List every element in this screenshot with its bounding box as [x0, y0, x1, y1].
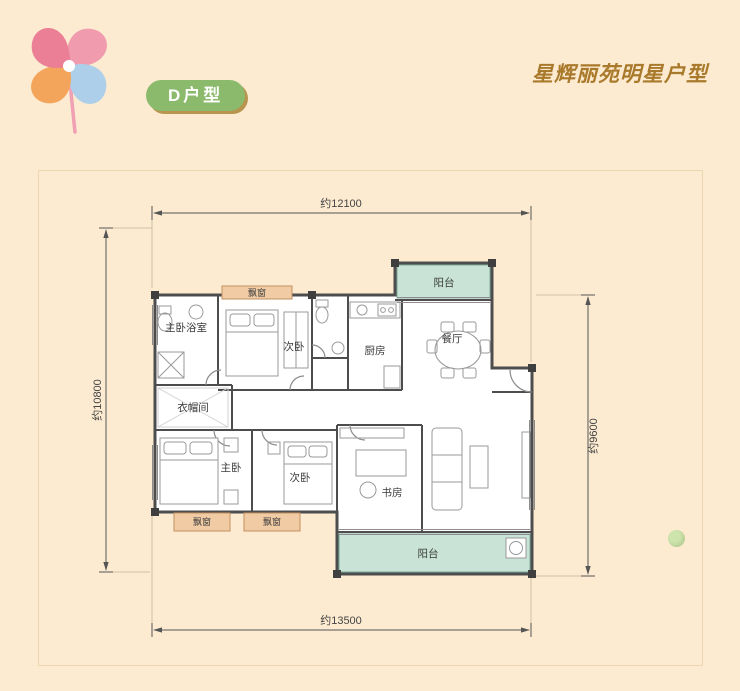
room-label-balcony-bottom: 阳台	[418, 547, 439, 560]
interior-walls	[155, 295, 532, 533]
room-label-bedroom-second-bottom: 次卧	[290, 471, 311, 484]
decorative-dot	[668, 530, 685, 547]
pinwheel-petal-se	[68, 64, 107, 104]
dimension-top: 约12100	[320, 197, 362, 210]
furniture-symbols	[157, 299, 531, 559]
room-label-dining: 餐厅	[442, 332, 463, 345]
pinwheel-petal-nw	[31, 28, 70, 68]
sofa-symbol	[431, 427, 531, 511]
dimension-texts: 约12100 约10800 约9600 约13500	[91, 197, 600, 627]
room-label-bay-window-bottom-left: 飘窗	[193, 516, 211, 527]
page-title: 星辉丽苑明星户型	[532, 62, 708, 86]
room-labels: 主卧浴室 飘窗 次卧 厨房 餐厅 阳台 衣帽间 主卧 次卧 书房 飘窗 飘窗 阳…	[165, 276, 463, 560]
room-label-study: 书房	[382, 486, 403, 499]
desk-symbol	[339, 427, 407, 499]
bed-symbol-top	[225, 309, 309, 377]
structural-columns	[151, 259, 536, 578]
door-arcs	[205, 344, 533, 447]
washing-machine-symbol	[505, 537, 527, 559]
dimension-bottom: 约13500	[320, 614, 362, 627]
kitchen-symbols	[349, 301, 401, 389]
bay-window-top-zone	[221, 285, 293, 300]
dimension-left: 约10800	[91, 379, 104, 421]
room-label-cloakroom: 衣帽间	[177, 401, 209, 414]
room-label-bedroom-second-top: 次卧	[284, 340, 305, 353]
bed-symbol-master	[159, 437, 239, 505]
plan-type-badge: D户型	[146, 80, 246, 111]
dimension-right: 约9600	[587, 418, 600, 453]
pinwheel-center	[63, 60, 75, 72]
pinwheel-petal-ne	[66, 28, 107, 67]
room-label-balcony-top: 阳台	[434, 276, 455, 289]
bay-window-bottom-left-zone	[173, 512, 231, 532]
room-label-kitchen: 厨房	[365, 344, 386, 357]
bathroom-fixtures-master	[157, 304, 204, 379]
dining-table-symbol	[426, 321, 491, 379]
dimension-extension-lines	[113, 220, 581, 623]
bay-window-bottom-mid-zone	[243, 512, 301, 532]
balcony-top-zone	[396, 264, 491, 299]
pinwheel-logo	[31, 28, 107, 134]
bed-symbol-bottom	[267, 441, 333, 505]
content-frame	[38, 170, 703, 666]
room-label-bay-window-top: 飘窗	[248, 287, 266, 298]
bathroom-fixtures-wc	[315, 299, 345, 355]
room-label-master-bedroom: 主卧	[221, 461, 242, 474]
room-label-master-bath: 主卧浴室	[165, 321, 207, 334]
dimension-lines	[99, 206, 595, 637]
pinwheel-petal-sw	[31, 65, 72, 104]
room-label-bay-window-bottom-mid: 飘窗	[263, 516, 281, 527]
cloakroom-hatch	[157, 387, 229, 428]
